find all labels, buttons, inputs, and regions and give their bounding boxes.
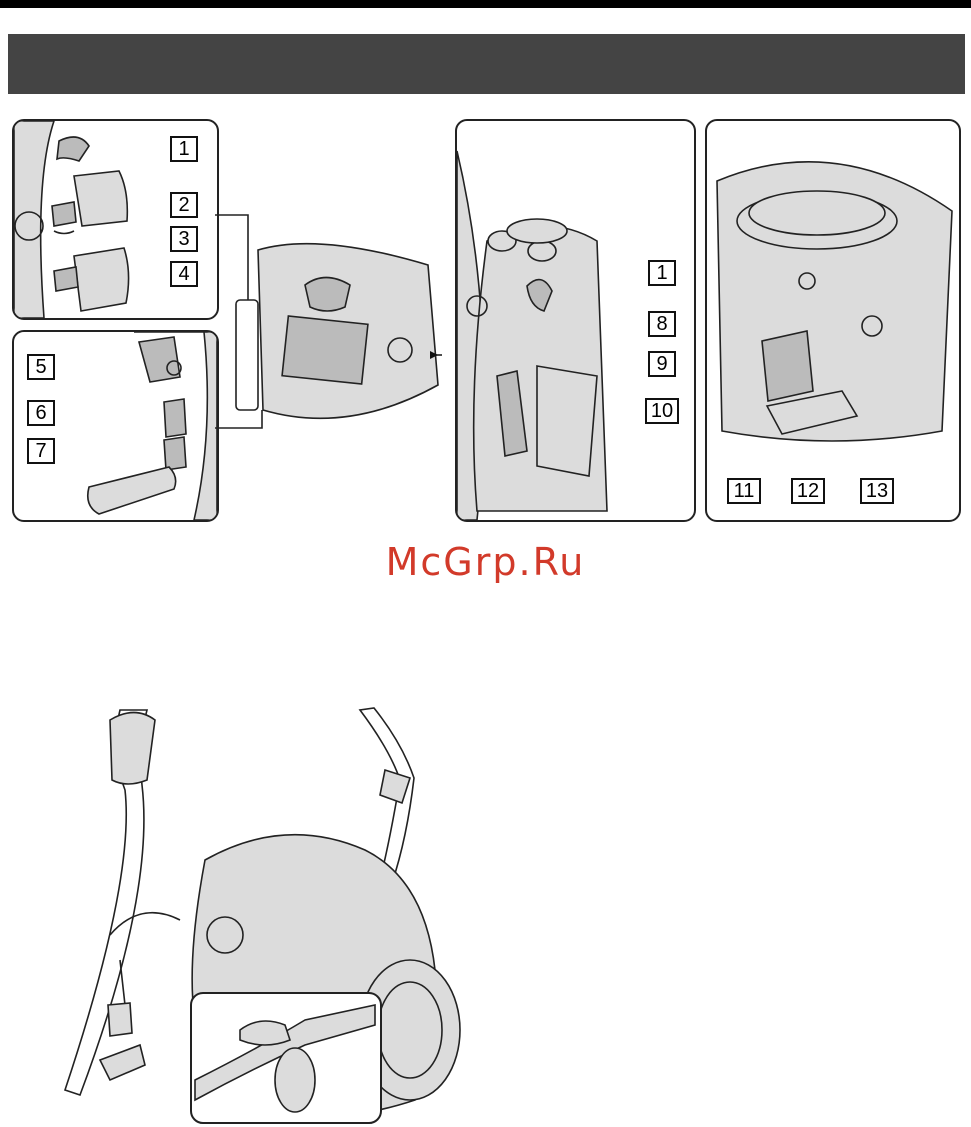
top-rule: [0, 0, 971, 8]
watermark-text: McGrp.Ru: [0, 540, 971, 584]
panel-camera-bottom: [705, 119, 961, 522]
callout-3: 3: [170, 226, 198, 252]
callout-1-top: 1: [170, 136, 198, 162]
callout-11: 11: [727, 478, 761, 504]
callout-2: 2: [170, 192, 198, 218]
callout-8: 8: [648, 311, 676, 337]
callout-4: 4: [170, 261, 198, 287]
callout-12: 12: [791, 478, 825, 504]
callout-5: 5: [27, 354, 55, 380]
callout-10: 10: [645, 398, 679, 424]
camera-bottom-illustration: [707, 121, 959, 520]
callout-13: 13: [860, 478, 894, 504]
section-header-band: [8, 34, 965, 94]
callout-7: 7: [27, 438, 55, 464]
callout-6: 6: [27, 400, 55, 426]
callout-9: 9: [648, 351, 676, 377]
callout-1-right: 1: [648, 260, 676, 286]
